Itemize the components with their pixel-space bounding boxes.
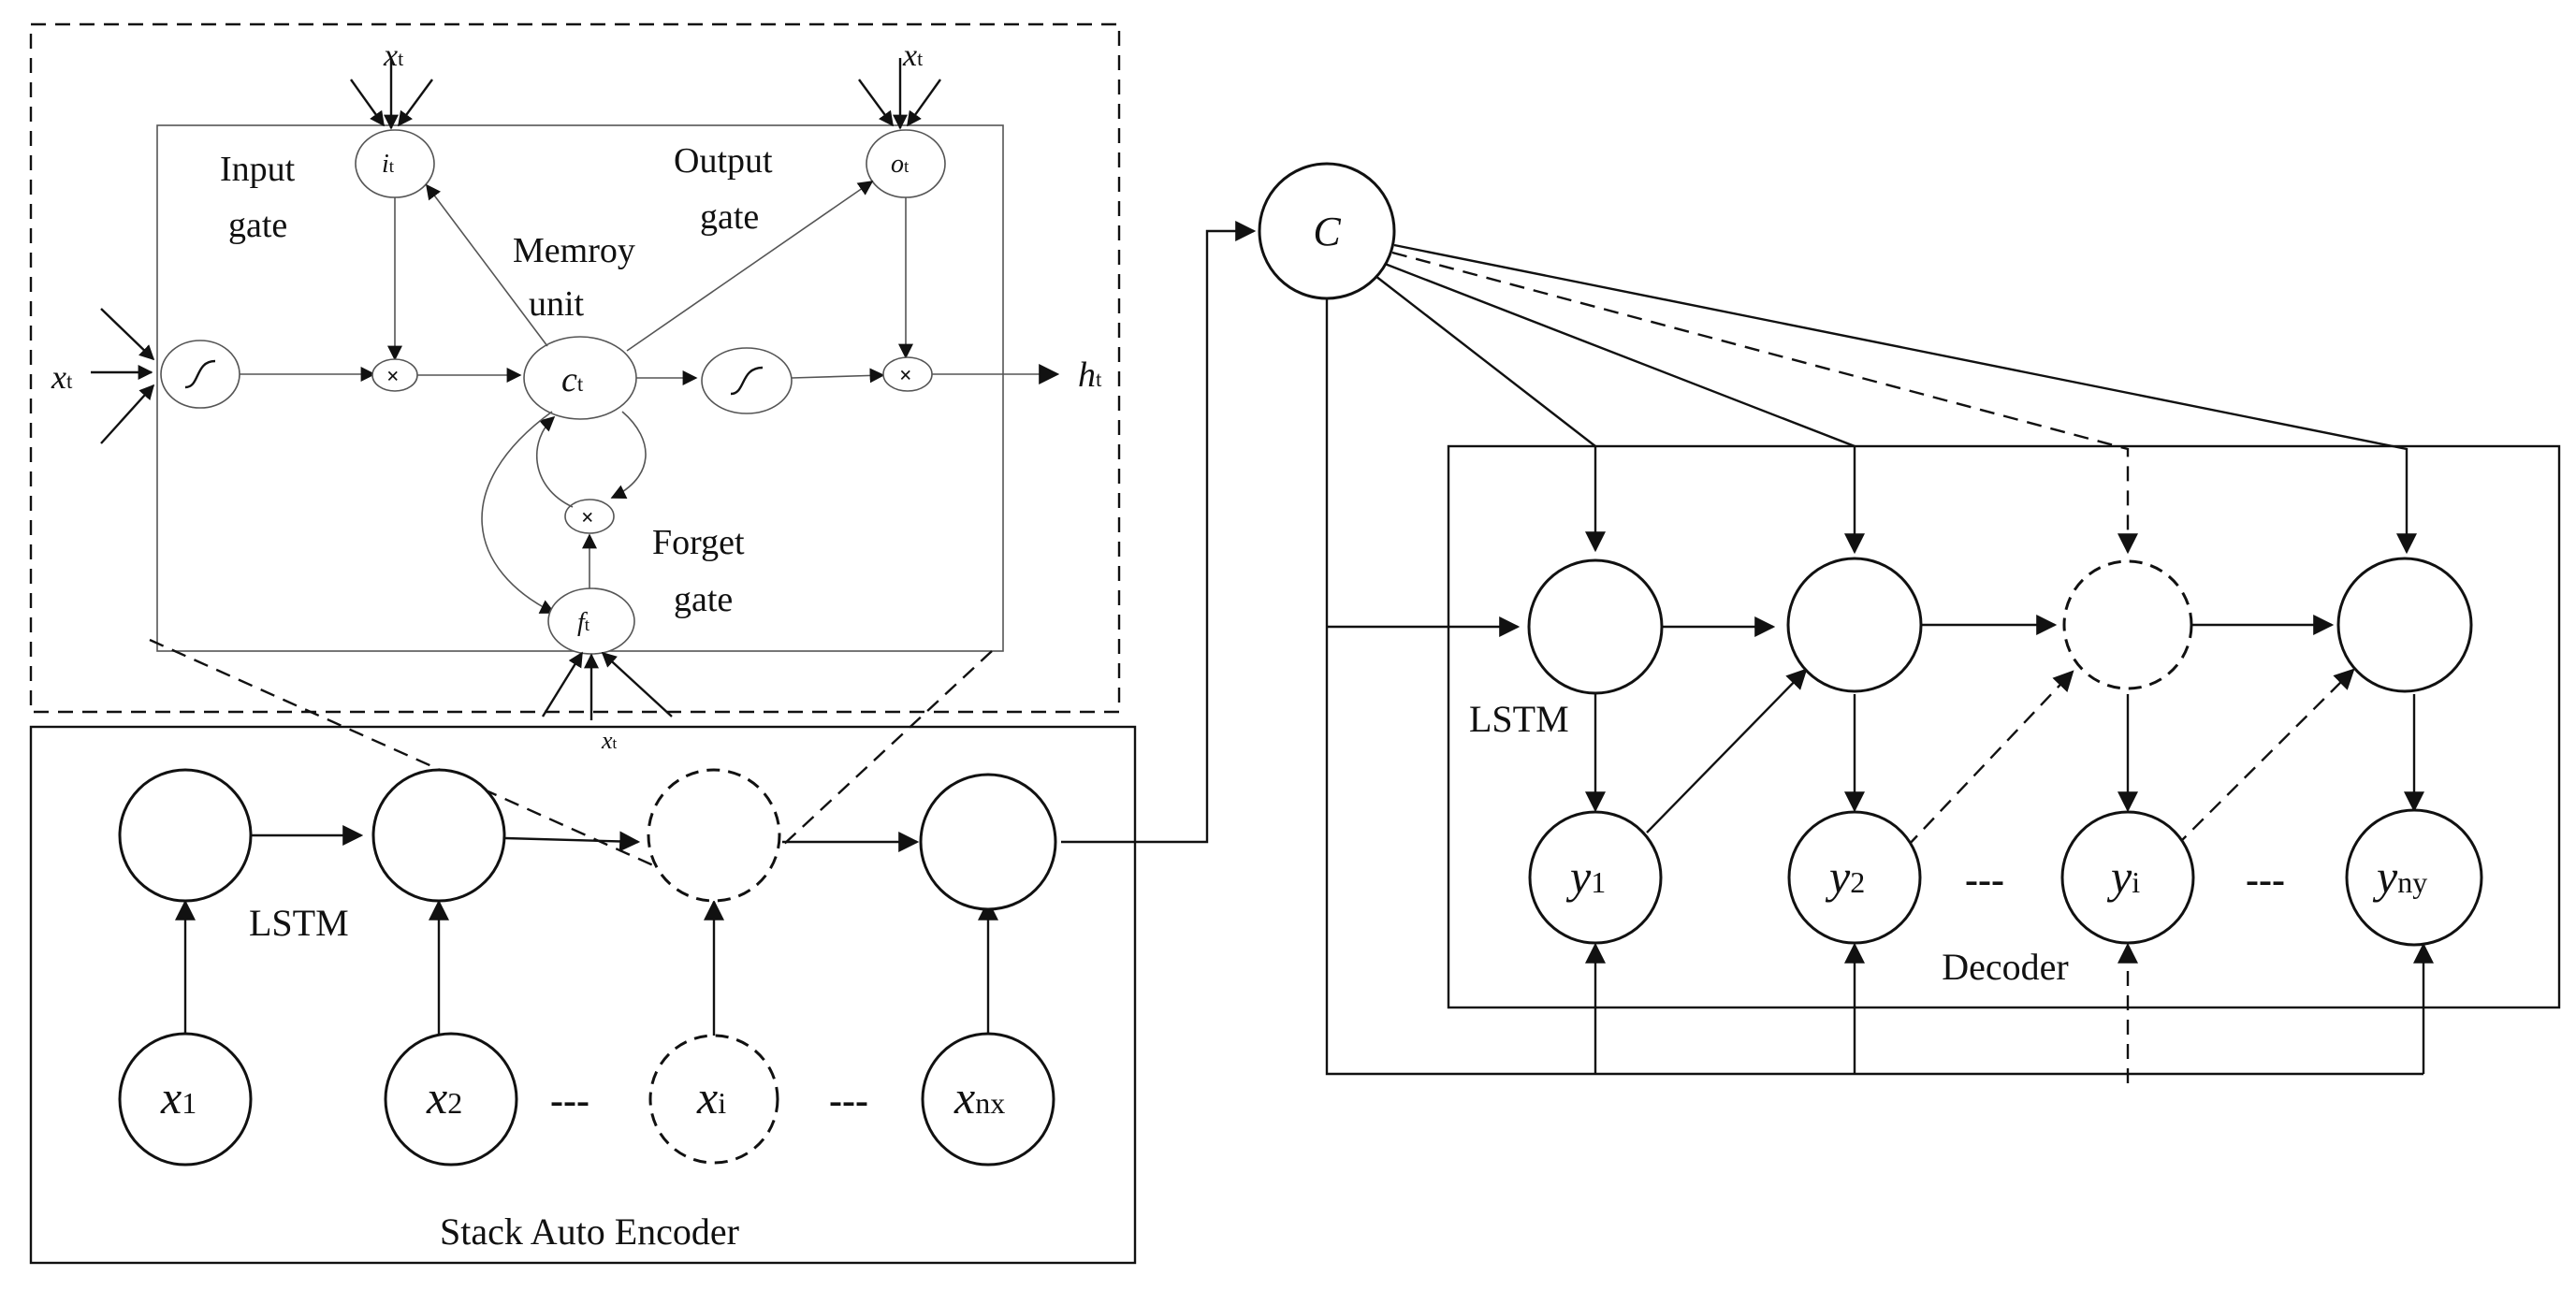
- encoder-lstm-node: [118, 768, 253, 903]
- output-gate-label-1: Output: [674, 141, 773, 181]
- decoder-lstm-label: LSTM: [1469, 698, 1569, 740]
- decoder-output-node: [1787, 810, 1922, 945]
- context-vector: C: [1258, 162, 1396, 300]
- output-multiply-symbol: ×: [899, 364, 912, 388]
- forget-gate-node: [547, 587, 635, 655]
- cell-input-x-label: xt: [51, 358, 73, 396]
- encoder-to-context-line: [1061, 221, 1257, 844]
- input-gate-symbol: it: [382, 150, 395, 179]
- context-label: C: [1313, 209, 1341, 254]
- forget-gate-label-2: gate: [674, 580, 733, 619]
- lstm-cell-dashed-frame: [29, 22, 1121, 714]
- decoder-title: Decoder: [1942, 946, 2068, 988]
- decoder-output-node: [2345, 808, 2483, 947]
- decoder-output-label: yny: [2372, 850, 2427, 903]
- encoder-lstm-node: [647, 768, 781, 903]
- decoder-output-label: yi: [2106, 850, 2140, 903]
- memory-unit-label-2: unit: [529, 284, 585, 324]
- lstm-cell-detail: xt xt it Input gate ot Output gate Memro…: [29, 22, 1121, 754]
- decoder-output-node: [2060, 810, 2195, 945]
- decoder-lstm-node: [2062, 559, 2193, 690]
- encoder-input-label: xnx: [953, 1071, 1005, 1123]
- forget-gate-x-label: xt: [601, 727, 618, 754]
- encoder-input-label: x2: [426, 1071, 462, 1123]
- input-squash-node: [160, 340, 240, 409]
- decoder-ellipsis: ---: [2246, 859, 2285, 902]
- input-gate-label-1: Input: [220, 150, 296, 189]
- decoder-output-node: [1528, 810, 1663, 945]
- cell-input-lines: [91, 308, 155, 444]
- output-gate-x-label: xt: [902, 38, 923, 73]
- input-gate-node: [355, 129, 435, 198]
- encoder-frame: [29, 725, 1137, 1265]
- encoder-lstm-node: [371, 768, 506, 903]
- memory-cell-symbol: ct: [561, 360, 584, 399]
- encoder-input-node: [648, 1034, 779, 1165]
- decoder-lstm-node: [1527, 558, 1664, 695]
- forget-gate-symbol: ft: [577, 608, 590, 637]
- encoder-lstm-node: [919, 773, 1057, 911]
- encoder-title: Stack Auto Encoder: [440, 1210, 739, 1253]
- encoder-input-node: [118, 1032, 253, 1167]
- output-squash-node: [701, 347, 793, 414]
- encoder-input-node: [921, 1032, 1055, 1167]
- forget-multiply-symbol: ×: [581, 506, 594, 530]
- input-gate-inputs: [350, 58, 433, 130]
- cell-output-h-label: ht: [1078, 355, 1102, 395]
- encoder-input-label: xi: [696, 1071, 726, 1123]
- decoder-lstm-node: [1786, 557, 1923, 693]
- output-gate-label-2: gate: [700, 197, 759, 237]
- decoder-ellipsis: ---: [1965, 859, 2004, 902]
- encoder: Stack Auto Encoder LSTM x1 x2 xi xnx ---…: [29, 221, 1257, 1265]
- encoder-lstm-label: LSTM: [249, 902, 349, 944]
- encoder-ellipsis: ---: [550, 1080, 589, 1123]
- forget-gate-label-1: Forget: [652, 523, 745, 562]
- input-gate-x-label: xt: [383, 38, 403, 73]
- input-multiply-symbol: ×: [386, 365, 400, 389]
- decoder: Decoder LSTM y1 y2 yi yny --: [1447, 444, 2561, 1083]
- decoder-output-label: y2: [1825, 850, 1865, 903]
- context-bottom-loop: [1325, 298, 2423, 1076]
- encoder-ellipsis: ---: [829, 1080, 868, 1123]
- context-fanout: [1375, 243, 2417, 555]
- sigmoid-curve-icon: [730, 366, 764, 396]
- decoder-frame: [1447, 444, 2561, 1009]
- encoder-input-label: x1: [160, 1071, 196, 1123]
- input-gate-label-2: gate: [228, 206, 287, 245]
- output-gate-inputs: [858, 58, 941, 130]
- decoder-lstm-node: [2336, 557, 2473, 693]
- forget-multiply-node: [564, 499, 615, 534]
- memory-unit-label-1: Memroy: [513, 231, 635, 270]
- output-gate-symbol: ot: [891, 150, 910, 179]
- encoder-input-node: [384, 1032, 518, 1167]
- sigmoid-curve-icon: [184, 359, 216, 389]
- decoder-output-label: y1: [1565, 850, 1606, 903]
- forget-gate-inputs: [541, 651, 673, 720]
